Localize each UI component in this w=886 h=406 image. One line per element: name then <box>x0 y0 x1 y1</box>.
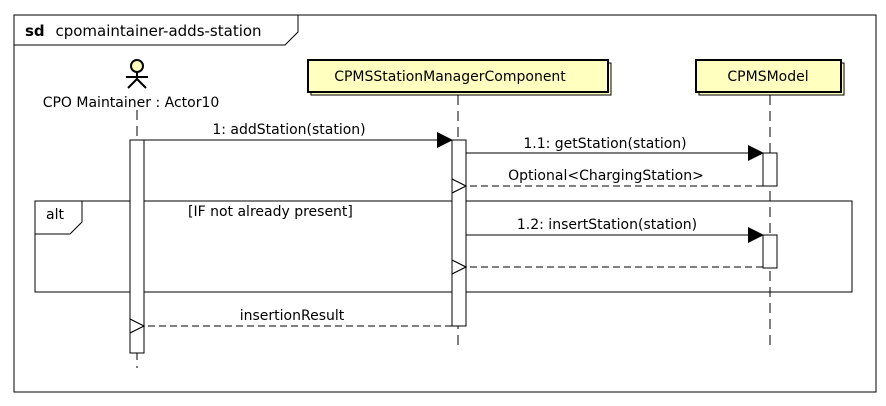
return-insertion-result[interactable]: insertionResult <box>144 308 452 326</box>
svg-text:sd cpomaintainer-adds-st: sd cpomaintainer-adds-station <box>25 22 262 40</box>
activation-model-get <box>762 152 778 187</box>
alt-keyword: alt <box>46 207 64 223</box>
sequence-frame: sd cpomaintainer-adds-station <box>13 14 877 393</box>
label-get-station: 1.1: getStation(station) <box>523 136 686 152</box>
actor-cpo-maintainer[interactable]: CPO Maintainer : Actor10 <box>43 59 220 111</box>
label-insert-station: 1.2: insertStation(station) <box>517 217 697 233</box>
actor-stick-figure-icon <box>126 59 148 89</box>
return-optional-station[interactable]: Optional<ChargingStation> <box>466 168 763 186</box>
message-insert-station[interactable]: 1.2: insertStation(station) <box>466 217 764 243</box>
lifeline-head-component[interactable]: CPMSStationManagerComponent <box>307 59 612 96</box>
message-get-station[interactable]: 1.1: getStation(station) <box>466 136 764 161</box>
lifeline-label-component: CPMSStationManagerComponent <box>334 69 566 85</box>
label-return-optional: Optional<ChargingStation> <box>508 168 704 184</box>
activation-model-insert <box>762 234 778 269</box>
frame-title: cpomaintainer-adds-station <box>55 22 261 40</box>
lifeline-head-model[interactable]: CPMSModel <box>695 59 845 96</box>
message-add-station[interactable]: 1: addStation(station) <box>144 122 453 148</box>
activation-actor <box>129 139 145 354</box>
alt-guard: [IF not already present] <box>188 204 353 220</box>
alt-fragment: alt [IF not already present] <box>34 200 853 293</box>
frame-keyword: sd <box>25 22 45 40</box>
lifeline-label-model: CPMSModel <box>727 69 808 85</box>
activation-component <box>451 139 467 327</box>
actor-label: CPO Maintainer : Actor10 <box>43 95 220 111</box>
label-add-station: 1: addStation(station) <box>212 122 365 138</box>
label-insertion-result: insertionResult <box>240 308 345 324</box>
